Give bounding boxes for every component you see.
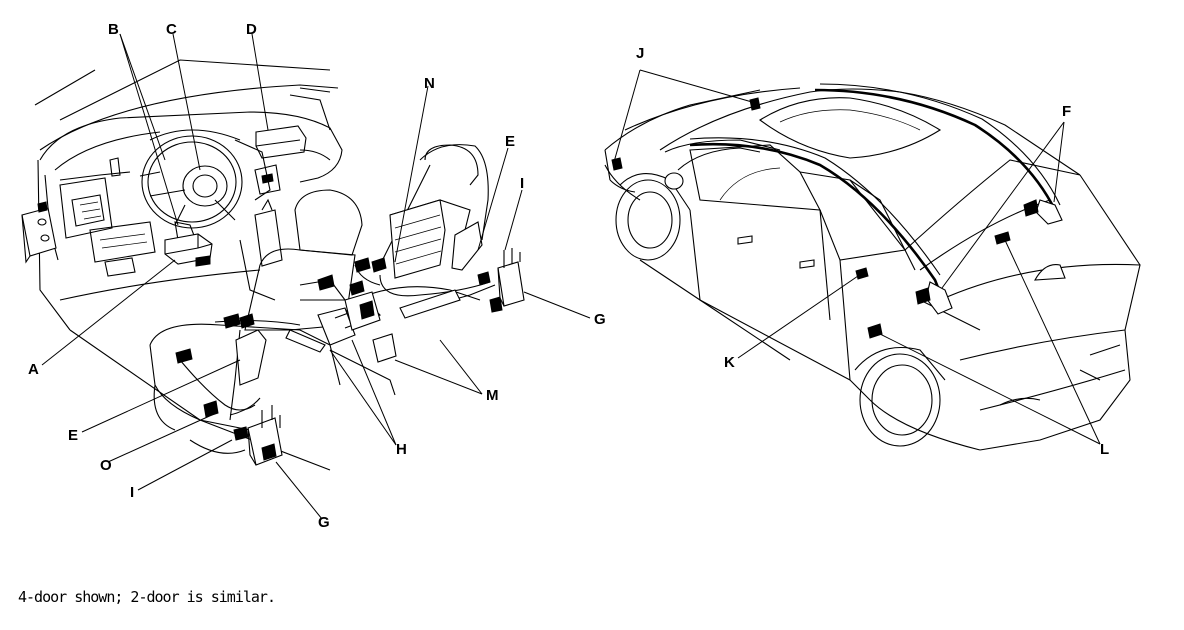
callout-k: K bbox=[724, 354, 735, 371]
interior-view bbox=[21, 59, 525, 471]
callout-c: C bbox=[166, 21, 177, 38]
interior-leader-lines bbox=[41, 33, 591, 520]
callout-e-right: E bbox=[505, 133, 516, 150]
exterior-car-view bbox=[604, 83, 1141, 451]
diagram-caption: 4-door shown; 2-door is similar. bbox=[18, 588, 276, 606]
callout-a: A bbox=[28, 361, 39, 378]
callout-m: M bbox=[486, 387, 499, 404]
callout-o: O bbox=[100, 457, 112, 474]
callout-j: J bbox=[636, 45, 645, 62]
callout-b: B bbox=[108, 21, 119, 38]
callout-e-left: E bbox=[68, 427, 79, 444]
callout-i-left: I bbox=[130, 484, 135, 501]
callout-g-right: G bbox=[594, 311, 606, 328]
callout-f: F bbox=[1062, 103, 1072, 120]
exterior-leader-lines bbox=[613, 69, 1101, 445]
callout-h: H bbox=[396, 441, 407, 458]
callout-i-right: I bbox=[520, 175, 525, 192]
callout-n: N bbox=[424, 75, 435, 92]
callout-g-left: G bbox=[318, 514, 330, 531]
callout-d: D bbox=[246, 21, 257, 38]
callout-l: L bbox=[1100, 441, 1110, 458]
